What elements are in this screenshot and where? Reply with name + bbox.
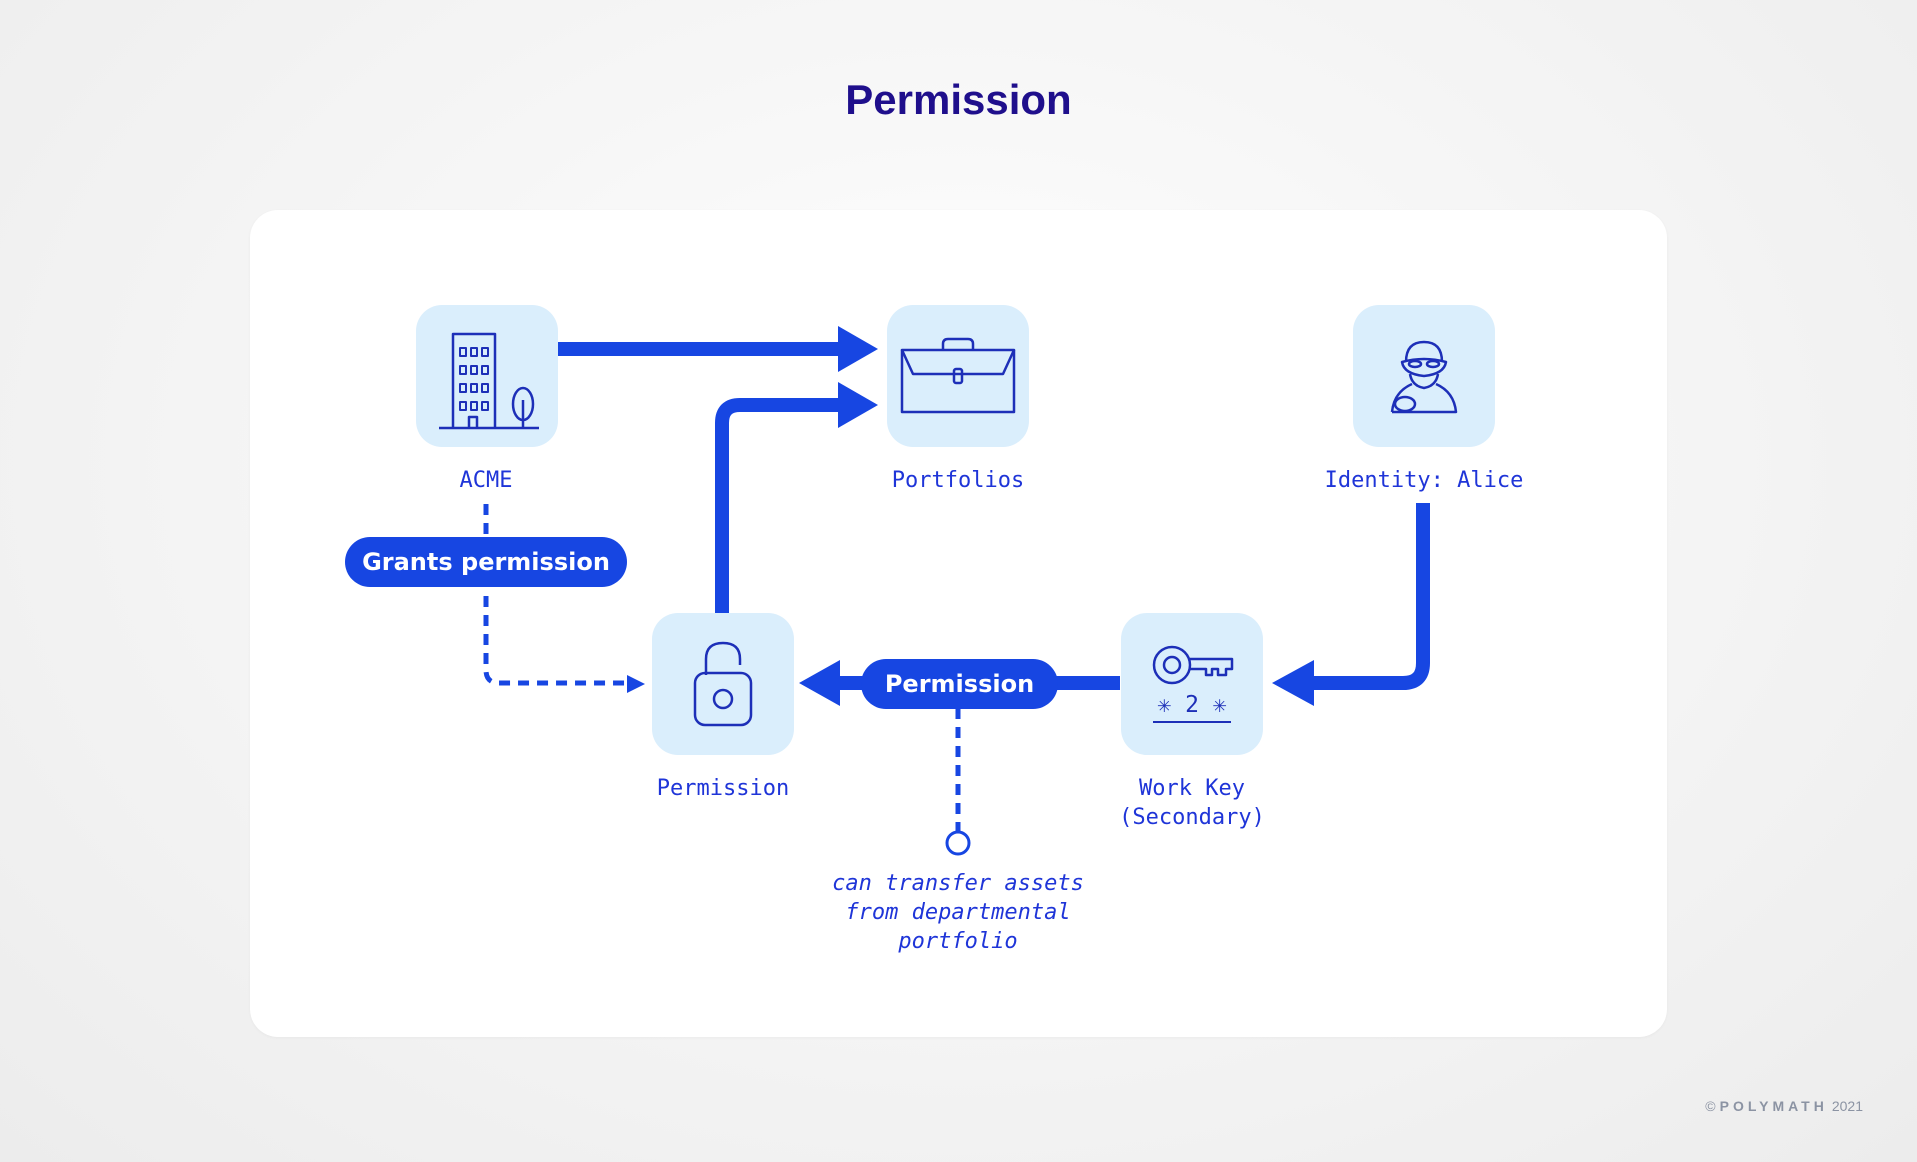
footer-year: 2021 [1831,1098,1863,1114]
key-icon [1152,645,1234,685]
node-acme[interactable] [416,305,558,447]
arrowhead-workkey [1272,660,1314,706]
node-identity-label: Identity: Alice [1324,468,1524,493]
office-building-icon [439,332,539,430]
node-work-key[interactable]: ✳ 2 ✳ [1121,613,1263,755]
arrowhead-permission [799,660,840,706]
arrow-permission-to-portfolios [715,398,842,614]
copyright-symbol: © [1705,1098,1716,1114]
node-portfolios[interactable] [887,305,1029,447]
arrowhead-portfolios-top [838,326,878,372]
key-code: ✳ 2 ✳ [1153,691,1231,723]
permission-pill[interactable]: Permission [861,659,1058,709]
node-identity[interactable] [1353,305,1495,447]
arrowhead-dashed [627,675,645,693]
note-text: can transfer assets from departmental po… [832,871,1084,954]
arrowhead-portfolios-bottom [838,382,878,428]
grants-permission-pill[interactable]: Grants permission [345,537,627,587]
brand-logo-text: POLYMATH [1719,1098,1828,1114]
node-permission-label: Permission [656,776,790,801]
node-permission[interactable] [652,613,794,755]
briefcase-icon [900,337,1016,414]
node-work-key-label: Work Key (Secondary) [1119,776,1265,830]
arrow-identity-to-workkey [1310,503,1430,690]
note-endpoint-circle [945,830,971,856]
node-portfolios-label: Portfolios [891,468,1025,493]
padlock-icon [693,641,753,727]
masked-person-icon [1390,340,1458,414]
page-title: Permission [845,76,1072,123]
node-acme-label: ACME [459,468,513,493]
dashed-grants-to-permission [483,596,632,686]
